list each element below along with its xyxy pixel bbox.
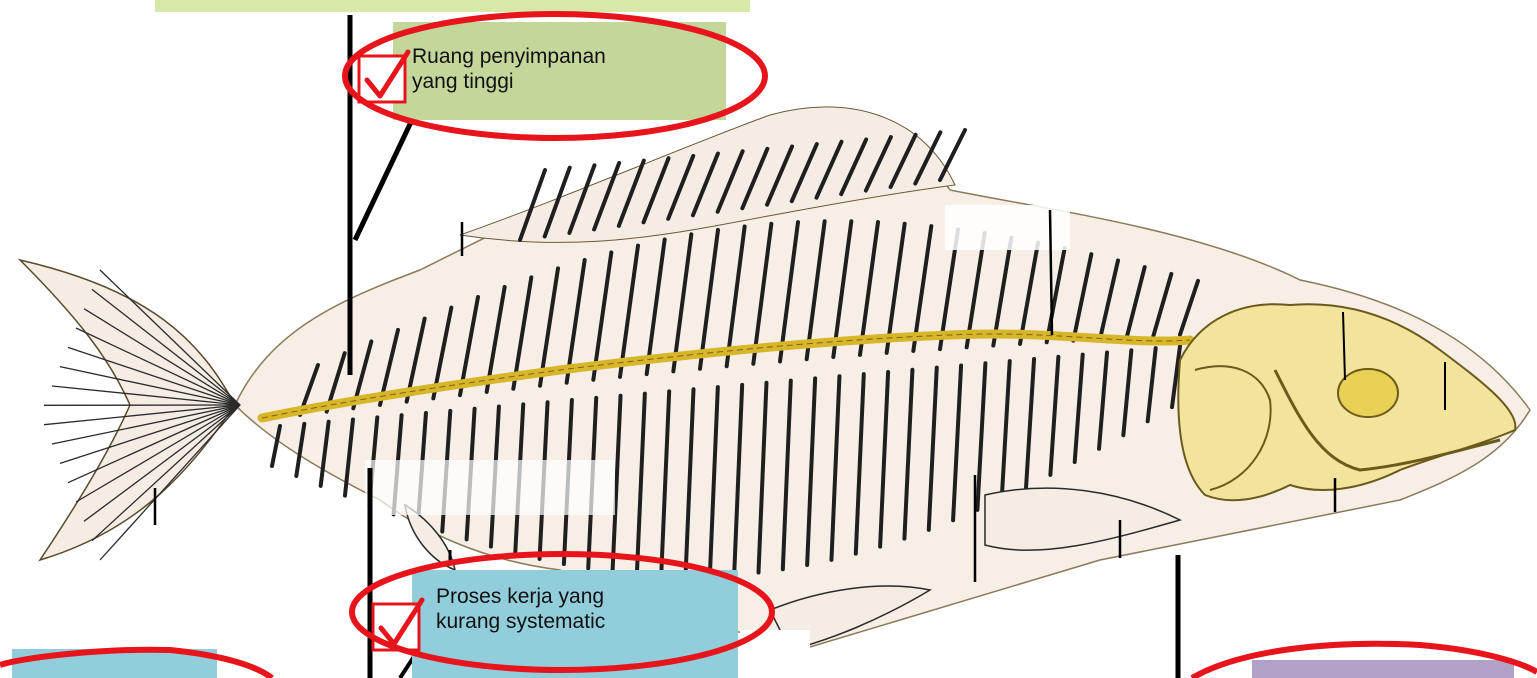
label-process: Proses kerja yang kurang systematic	[432, 582, 738, 660]
checkbox-storage[interactable]	[359, 52, 408, 102]
tail-fin	[20, 260, 235, 560]
label-box-partial-right-bg	[1252, 660, 1514, 678]
mask-panel	[365, 460, 615, 515]
dorsal-ray	[940, 130, 965, 180]
fish-illustration	[20, 107, 1530, 650]
category-box-top	[155, 0, 750, 12]
label-process-line1: Proses kerja yang	[436, 584, 734, 609]
label-storage-line1: Ruang penyimpanan	[412, 44, 722, 69]
label-storage-line2: yang tinggi	[412, 69, 722, 94]
eye-socket	[1338, 369, 1398, 417]
label-process-line2: kurang systematic	[436, 609, 734, 634]
branch-line-storage	[355, 120, 412, 240]
label-storage: Ruang penyimpanan yang tinggi	[408, 42, 726, 120]
